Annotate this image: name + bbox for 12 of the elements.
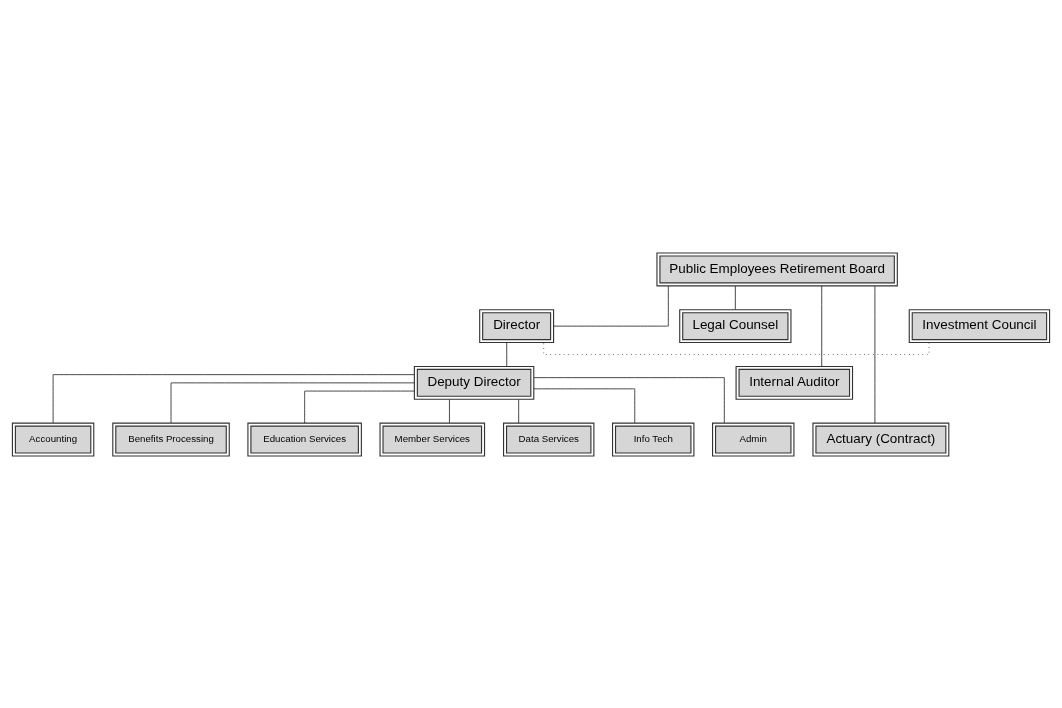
connector: [170, 381, 415, 423]
connector: [734, 285, 736, 310]
connector: [506, 341, 508, 367]
connector: [52, 373, 415, 423]
connector: [821, 284, 823, 367]
connector: [518, 398, 520, 423]
connector: [874, 285, 876, 424]
connector: [553, 285, 669, 327]
connector: [533, 376, 725, 423]
connector: [533, 387, 636, 423]
connector: [449, 398, 450, 423]
connector: [304, 390, 415, 424]
